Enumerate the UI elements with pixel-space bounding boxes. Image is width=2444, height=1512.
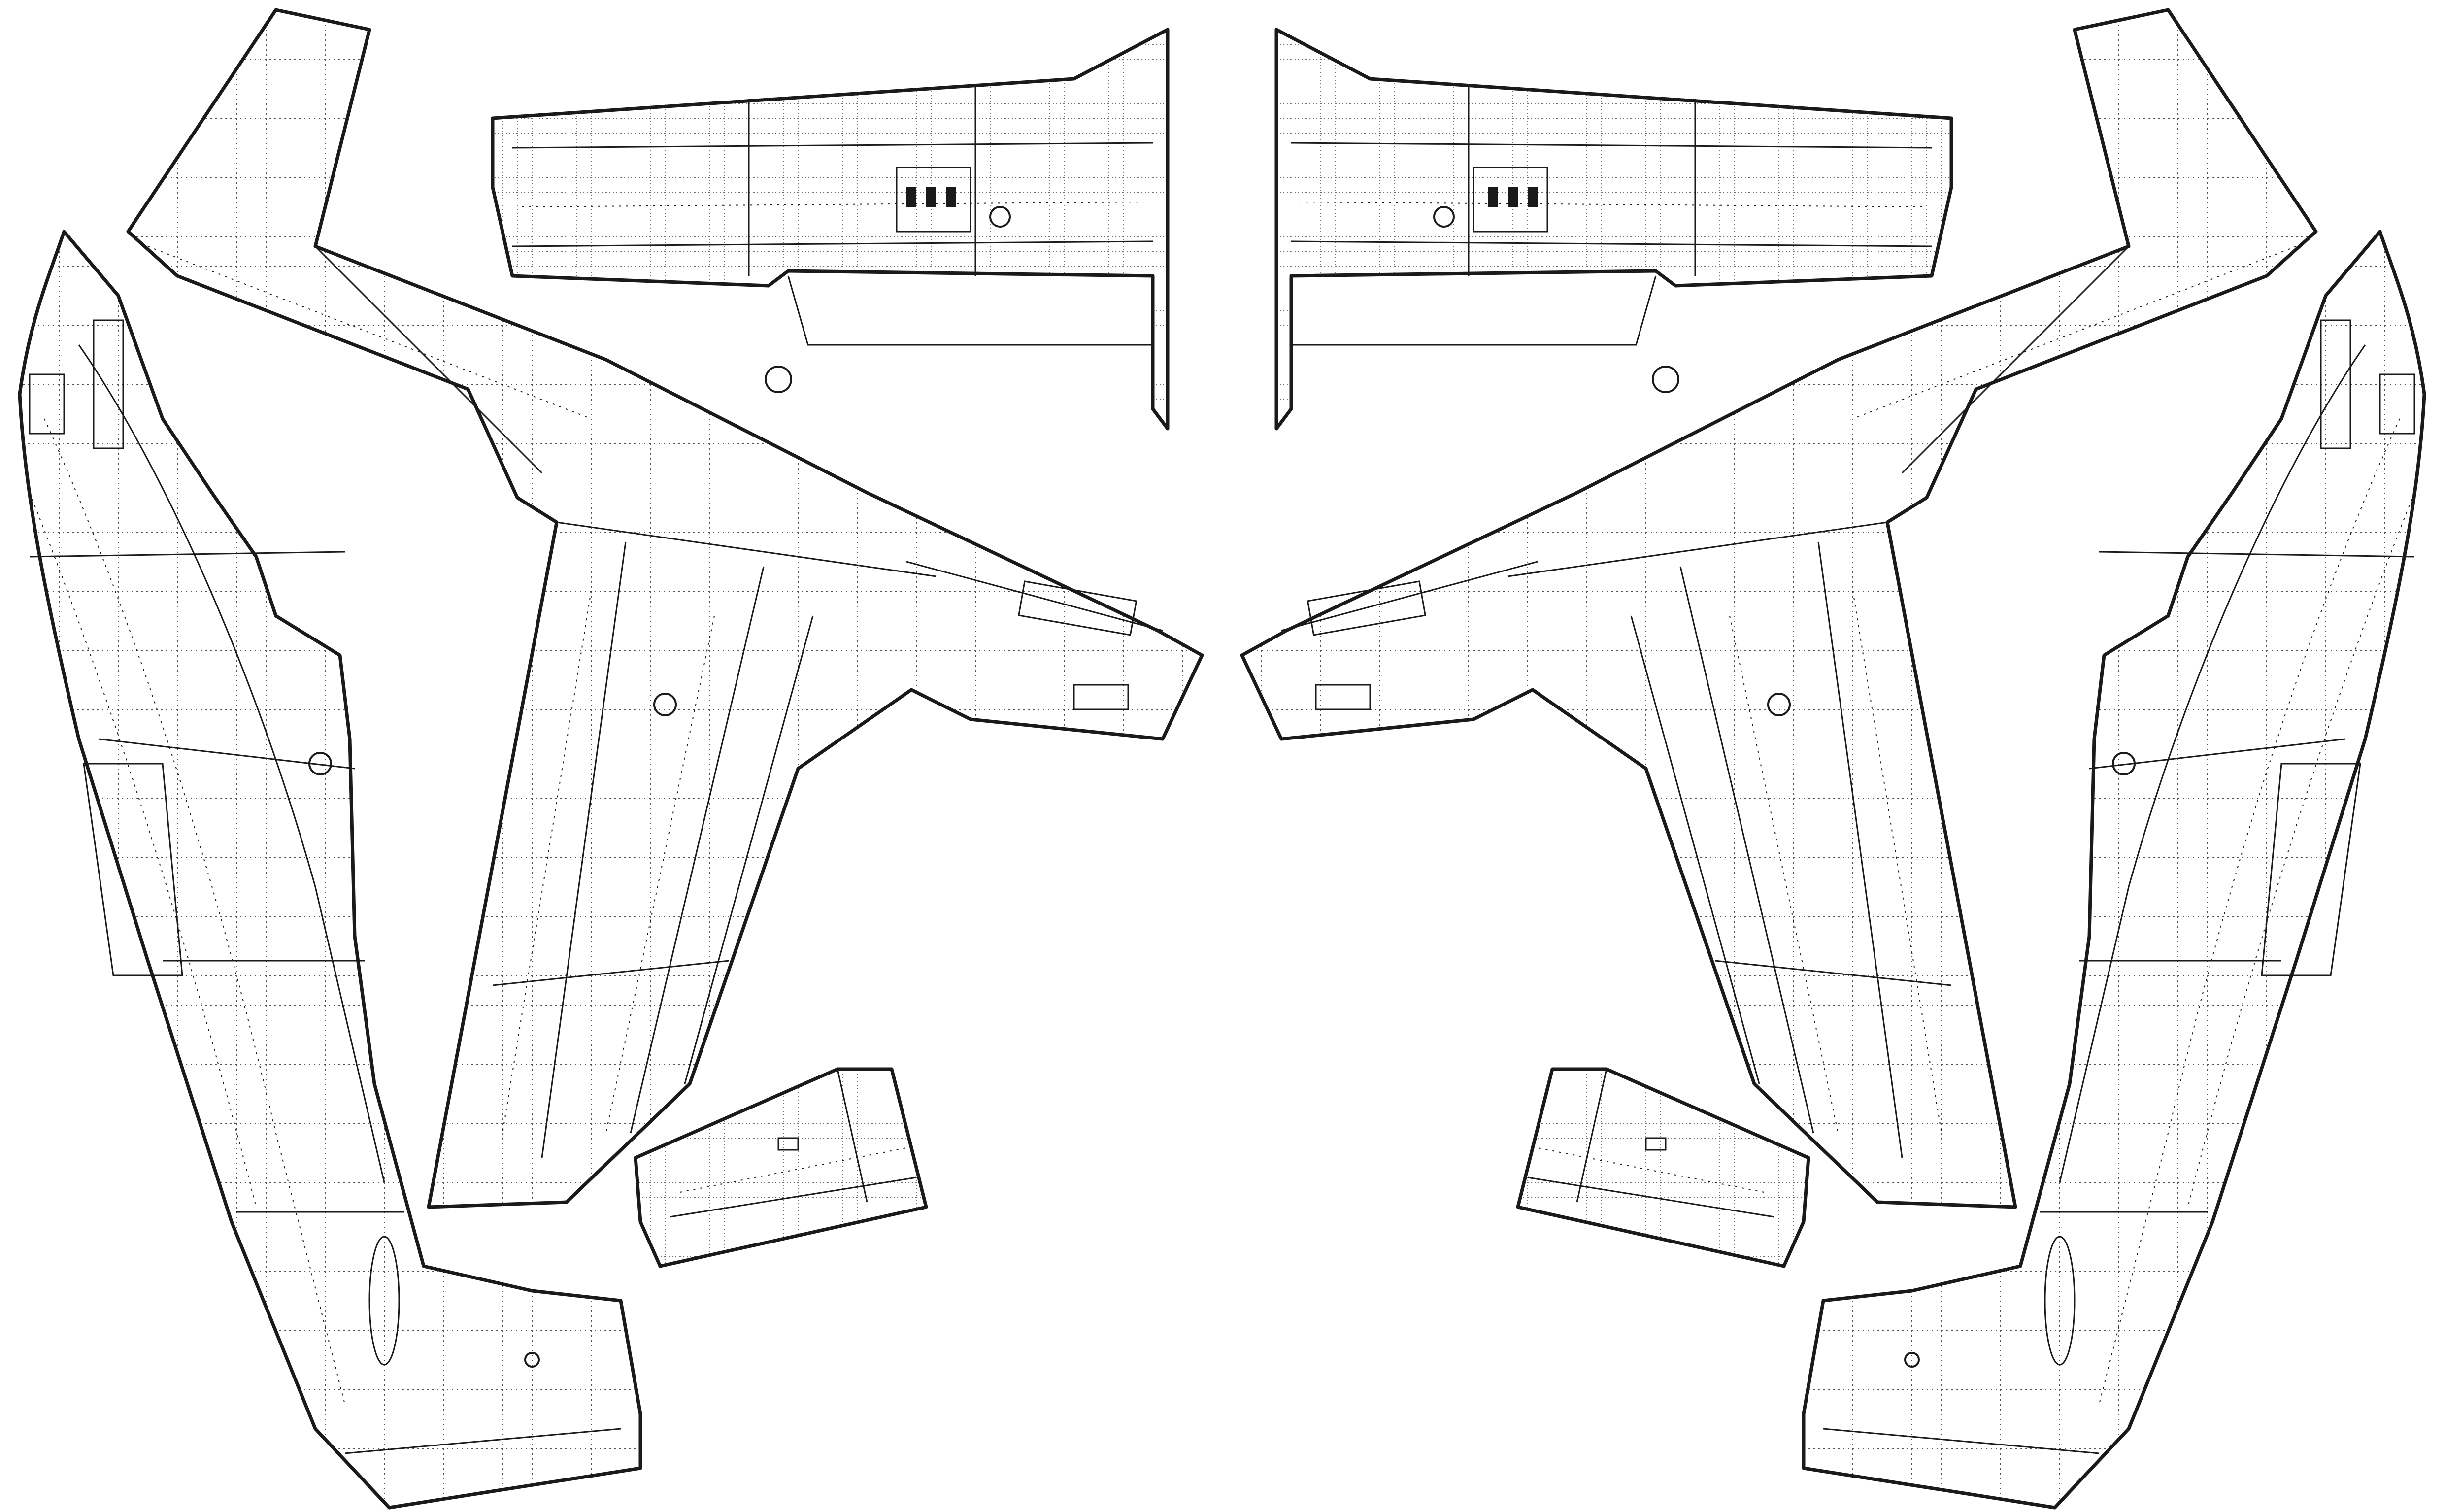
left-flap-piece — [636, 1069, 926, 1266]
right-flap-piece — [1518, 1069, 1808, 1266]
